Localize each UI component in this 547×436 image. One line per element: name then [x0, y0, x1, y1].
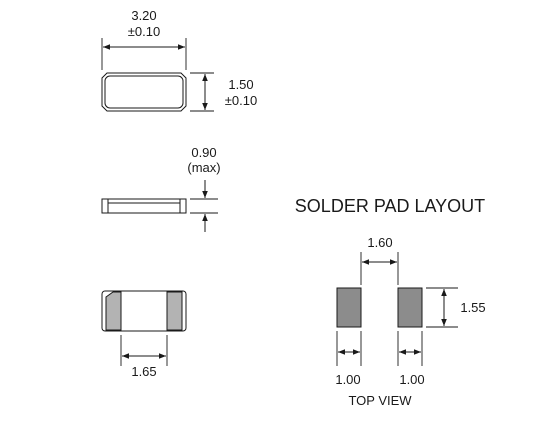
gap-value: 1.65	[131, 364, 156, 379]
solder-pad-title: SOLDER PAD LAYOUT	[295, 196, 485, 216]
pad-width-right-value: 1.00	[399, 372, 424, 387]
length-value: 3.20	[131, 8, 156, 23]
pad-length-value: 1.55	[460, 300, 485, 315]
package-outline-outer	[101, 72, 187, 112]
bottom-view-package: 1.65	[101, 290, 187, 379]
width-value: 1.50	[228, 77, 253, 92]
height-value: 0.90	[191, 145, 216, 160]
bottom-terminal-right	[166, 291, 183, 331]
solder-pad-left	[336, 287, 362, 328]
top-view-caption: TOP VIEW	[348, 393, 412, 408]
length-tolerance: ±0.10	[128, 24, 160, 39]
bottom-body	[101, 290, 187, 332]
bottom-terminal-left	[105, 291, 122, 331]
pad-spacing-value: 1.60	[367, 235, 392, 250]
solder-pad-layout: SOLDER PAD LAYOUT 1.60 1.55 1.00 1.00 TO…	[295, 196, 486, 408]
side-body	[101, 198, 187, 214]
width-tolerance: ±0.10	[225, 93, 257, 108]
side-view-package: 0.90 (max)	[101, 145, 221, 232]
pad-width-left-value: 1.00	[335, 372, 360, 387]
package-outline-inner	[104, 75, 184, 109]
top-view-package: 3.20 ±0.10 1.50 ±0.10	[101, 8, 257, 112]
solder-pad-right	[397, 287, 423, 328]
height-note: (max)	[187, 160, 220, 175]
